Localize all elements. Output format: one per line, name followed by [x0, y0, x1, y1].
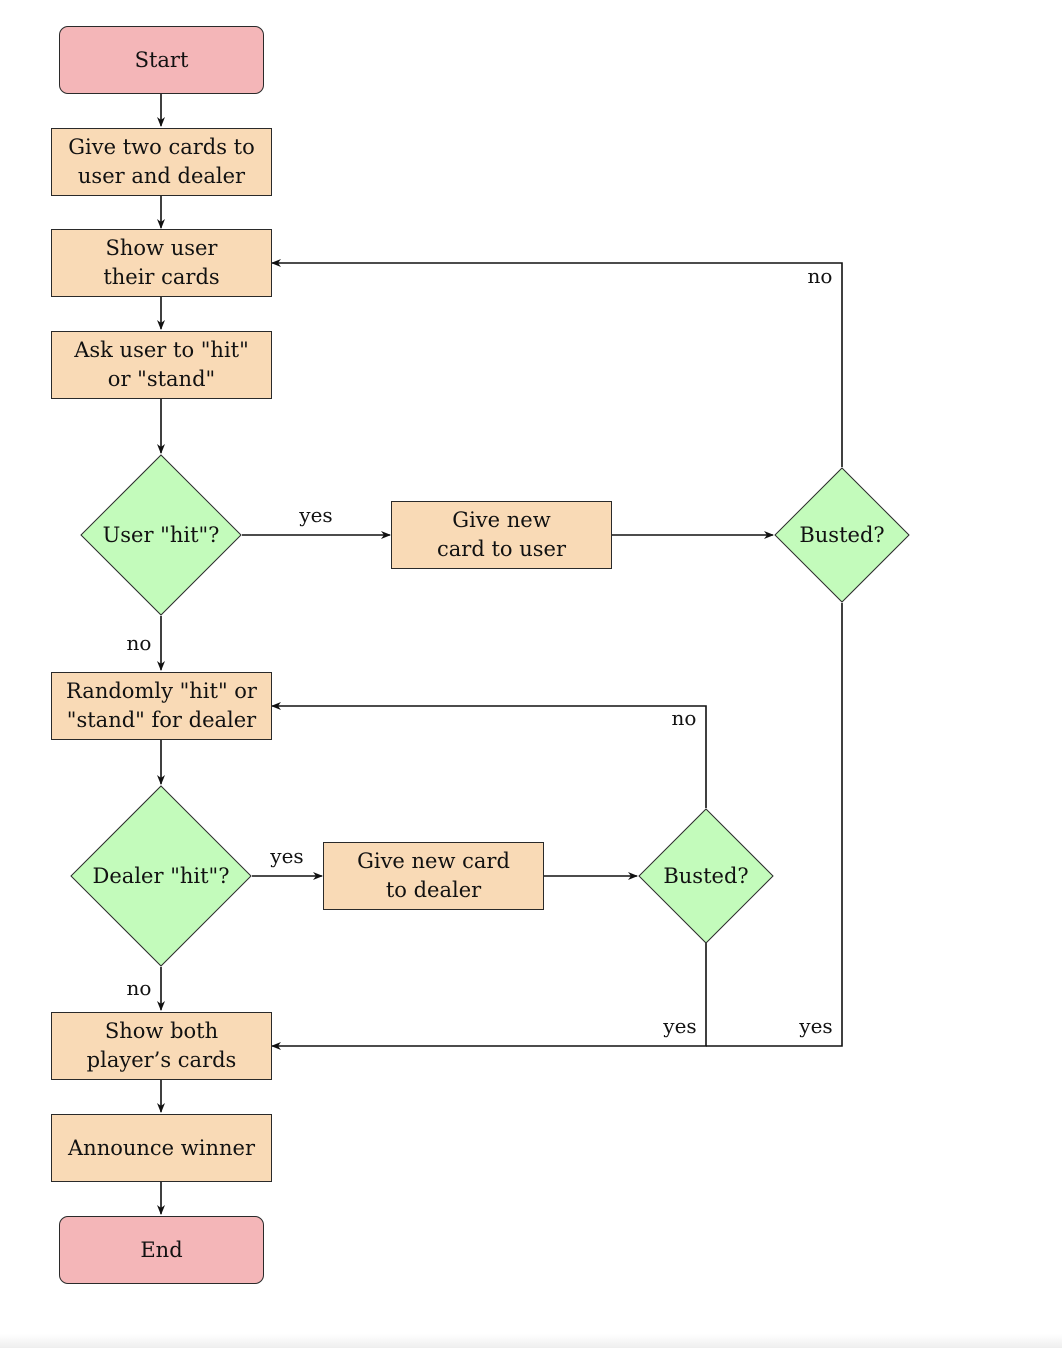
announce-node: Announce winner: [51, 1114, 272, 1182]
busted-dealer-diamond: [638, 808, 774, 944]
give-card-dealer-label: Give new card to dealer: [357, 849, 510, 902]
busted-user-diamond: [774, 467, 910, 603]
show-both-node: Show both player’s cards: [51, 1012, 272, 1080]
busted-dealer-no-label: no: [671, 706, 697, 730]
edge-busted-dealer-no: [271, 702, 707, 808]
dealer-hit-decision: Dealer "hit"?: [70, 785, 252, 967]
dealer-hit-label: Dealer "hit"?: [92, 863, 230, 888]
end-node: End: [59, 1216, 264, 1284]
busted-user-yes-label: yes: [799, 1014, 833, 1038]
start-node: Start: [59, 26, 264, 94]
ask-user-label: Ask user to "hit" or "stand": [74, 338, 249, 391]
edge-busted-user-no: [271, 259, 843, 467]
busted-user-decision: Busted?: [774, 467, 910, 603]
show-both-label: Show both player’s cards: [86, 1019, 237, 1072]
user-hit-diamond: [80, 454, 242, 616]
busted-user-no-label: no: [807, 264, 833, 288]
show-user-cards-label: Show user their cards: [103, 236, 220, 289]
dealer-hit-yes-label: yes: [270, 844, 304, 868]
give-card-user-label: Give new card to user: [437, 508, 566, 561]
announce-label: Announce winner: [68, 1135, 255, 1160]
bottom-fade: [0, 1334, 1062, 1348]
user-hit-yes-label: yes: [299, 503, 333, 527]
user-hit-no-label: no: [126, 631, 152, 655]
edge-busted-user-yes: [706, 603, 843, 1047]
give-card-user-node: Give new card to user: [391, 501, 612, 569]
start-label: Start: [134, 47, 189, 72]
busted-dealer-decision: Busted?: [638, 808, 774, 944]
edge-busted-dealer-yes: [271, 943, 707, 1050]
user-hit-decision: User "hit"?: [80, 454, 242, 616]
busted-dealer-label: Busted?: [663, 863, 749, 888]
give-two-cards-node: Give two cards to user and dealer: [51, 128, 272, 196]
give-two-cards-label: Give two cards to user and dealer: [68, 135, 255, 188]
dealer-random-node: Randomly "hit" or "stand" for dealer: [51, 672, 272, 740]
show-user-cards-node: Show user their cards: [51, 229, 272, 297]
busted-user-label: Busted?: [799, 522, 885, 547]
busted-dealer-yes-label: yes: [663, 1014, 697, 1038]
dealer-hit-no-label: no: [126, 976, 152, 1000]
dealer-hit-diamond: [70, 785, 252, 967]
give-card-dealer-node: Give new card to dealer: [323, 842, 544, 910]
ask-user-node: Ask user to "hit" or "stand": [51, 331, 272, 399]
end-label: End: [140, 1237, 183, 1262]
user-hit-label: User "hit"?: [102, 522, 220, 547]
dealer-random-label: Randomly "hit" or "stand" for dealer: [66, 679, 257, 732]
